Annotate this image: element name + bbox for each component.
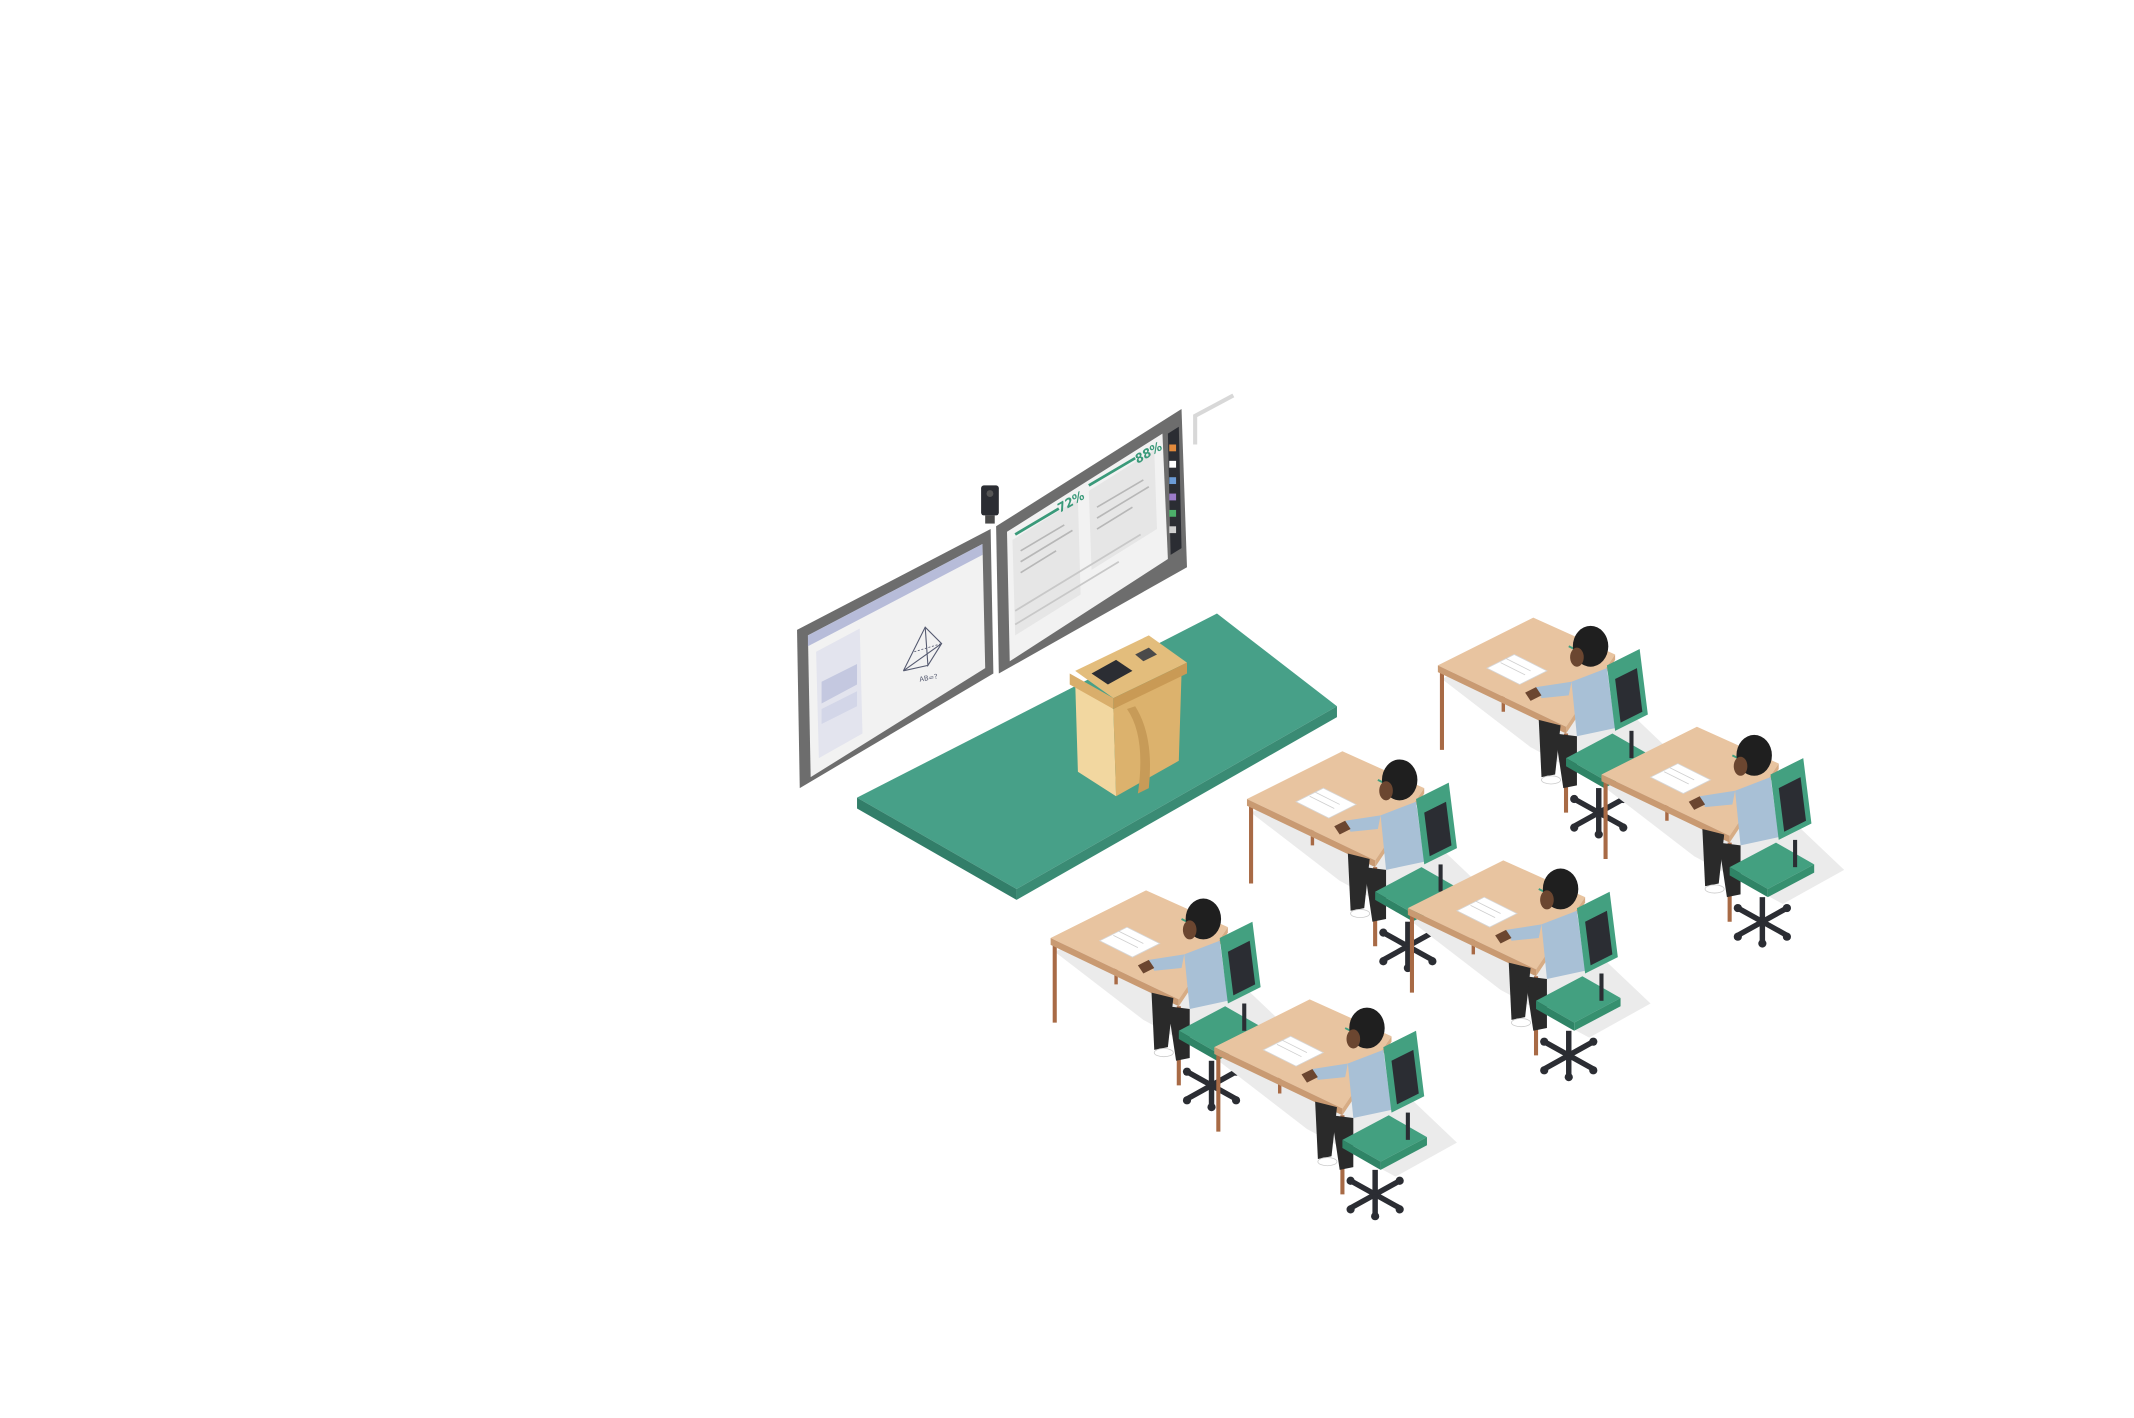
problem-caption: AB=? bbox=[919, 673, 939, 684]
right-display-screen: 72% 88% bbox=[996, 409, 1187, 674]
student-desk-back-right bbox=[1601, 727, 1844, 948]
video-camera-icon bbox=[981, 485, 999, 524]
wall-corner-guide bbox=[1193, 393, 1235, 445]
marker-blue-icon bbox=[1169, 477, 1177, 485]
lectern-podium bbox=[1069, 635, 1187, 797]
marker-purple-icon bbox=[1169, 493, 1177, 501]
marker-orange-icon bbox=[1169, 444, 1177, 452]
podium-microphone-icon bbox=[1135, 647, 1157, 662]
student-desk-front-right bbox=[1214, 999, 1457, 1220]
eraser-icon bbox=[1169, 526, 1177, 534]
podium-laptop-icon bbox=[1091, 659, 1133, 685]
marker-green-icon bbox=[1169, 509, 1177, 517]
marker-white-icon bbox=[1169, 460, 1177, 468]
left-display-screen: AB=? bbox=[797, 529, 994, 789]
pyramid-diagram bbox=[902, 626, 943, 672]
student-desk-middle-right bbox=[1408, 860, 1651, 1081]
